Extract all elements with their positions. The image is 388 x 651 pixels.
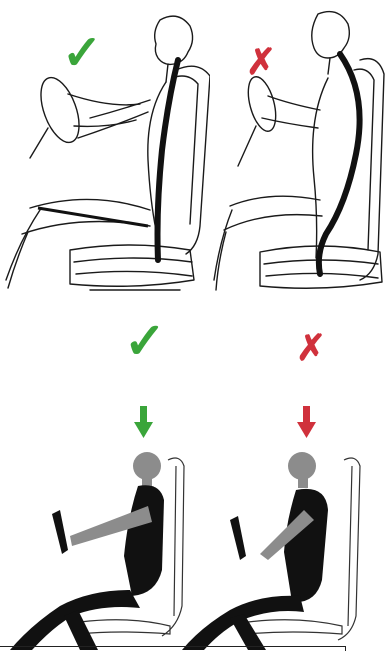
silhouettes-drawing [0,310,388,650]
silhouette-comparison: ✓ ✗ [0,310,388,650]
wrong-posture-sketch: ✗ [210,0,388,310]
correct-posture-drawing [0,0,210,310]
spine-line [319,54,360,274]
check-icon: ✓ [62,30,102,78]
check-icon: ✓ [124,316,166,366]
cross-icon: ✗ [296,330,326,366]
down-arrow-icon [134,406,153,438]
down-arrow-icon [297,406,316,438]
cross-icon: ✗ [246,44,276,80]
bottom-border [0,646,346,651]
correct-posture-sketch: ✓ [0,0,210,310]
wrong-posture-drawing [210,0,388,310]
